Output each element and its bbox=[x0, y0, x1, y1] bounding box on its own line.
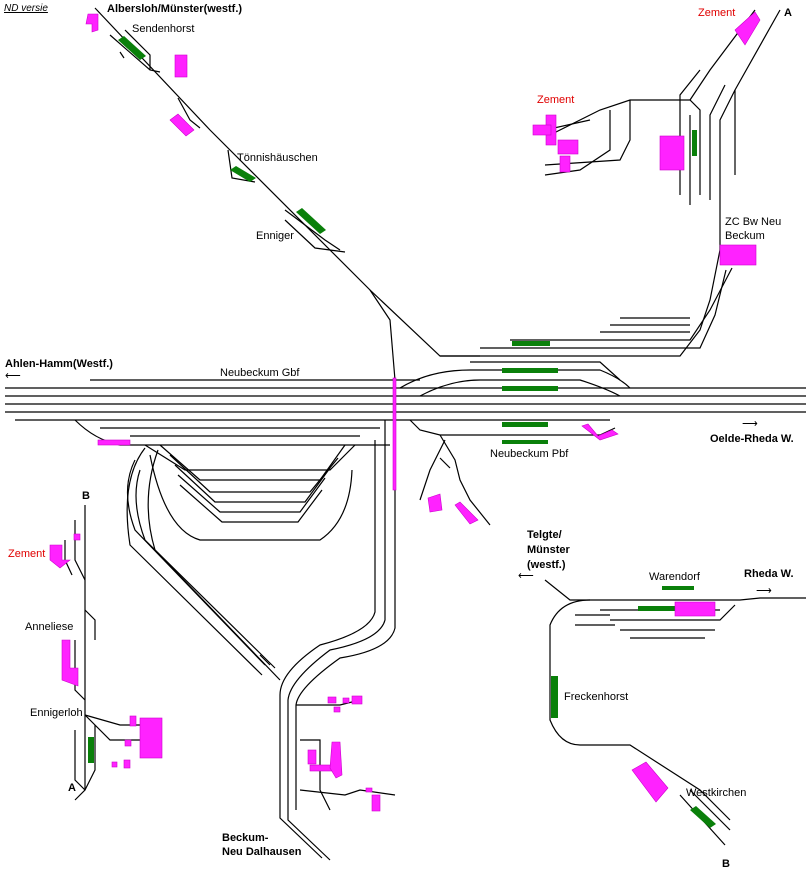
marker-b-bottom: B bbox=[722, 858, 730, 870]
station-freckenhorst: Freckenhorst bbox=[564, 691, 629, 703]
station-enniger: Enniger bbox=[256, 230, 294, 242]
station-neubeckum-pbf: Neubeckum Pbf bbox=[490, 448, 569, 460]
label-zement-mid: Zement bbox=[537, 94, 575, 106]
station-warendorf: Warendorf bbox=[649, 571, 700, 583]
station-sendenhorst: Sendenhorst bbox=[132, 23, 195, 35]
destination-telgte-3: (westf.) bbox=[527, 559, 566, 571]
station-anneliese: Anneliese bbox=[25, 621, 74, 633]
marker-a-left: A bbox=[68, 782, 76, 794]
label-zement-left: Zement bbox=[8, 548, 46, 560]
marker-b-left: B bbox=[82, 490, 90, 502]
station-toennishaeuschen: Tönnishäuschen bbox=[237, 152, 318, 164]
label-zc-bw-2: Beckum bbox=[725, 230, 765, 242]
destination-telgte-1: Telgte/ bbox=[527, 529, 562, 541]
warendorf-branch bbox=[544, 579, 806, 846]
label-zc-bw-1: ZC Bw Neu bbox=[725, 216, 782, 228]
arrow-ahlen: ⟵ bbox=[5, 370, 21, 382]
destination-beckum-2: Neu Dalhausen bbox=[222, 846, 302, 858]
destination-telgte-2: Münster bbox=[527, 544, 570, 556]
pbf-tracks bbox=[399, 361, 631, 526]
marker-a-top: A bbox=[784, 7, 792, 19]
main-line bbox=[5, 379, 806, 437]
industry-areas bbox=[49, 11, 761, 812]
destination-ahlen: Ahlen-Hamm(Westf.) bbox=[5, 358, 113, 370]
ne-yard bbox=[440, 9, 781, 357]
platforms bbox=[88, 36, 716, 828]
arrow-rheda: ⟶ bbox=[756, 585, 772, 597]
destination-beckum-1: Beckum- bbox=[222, 832, 269, 844]
arrow-telgte: ⟵ bbox=[518, 570, 534, 582]
markers bbox=[119, 51, 451, 666]
albersloh-line bbox=[94, 7, 480, 381]
beckum-line bbox=[279, 420, 396, 861]
destination-albersloh: Albersloh/Münster(westf.) bbox=[107, 3, 243, 15]
version-label: ND versie bbox=[4, 3, 48, 14]
destination-oelde: Oelde-Rheda W. bbox=[710, 433, 794, 445]
station-westkirchen: Westkirchen bbox=[686, 787, 747, 799]
station-neubeckum-gbf: Neubeckum Gbf bbox=[220, 367, 300, 379]
destination-rheda: Rheda W. bbox=[744, 568, 794, 580]
label-zement-ne: Zement bbox=[698, 7, 736, 19]
station-ennigerloh: Ennigerloh bbox=[30, 707, 83, 719]
arrow-oelde: ⟶ bbox=[742, 418, 758, 430]
goods-yard bbox=[74, 419, 390, 681]
